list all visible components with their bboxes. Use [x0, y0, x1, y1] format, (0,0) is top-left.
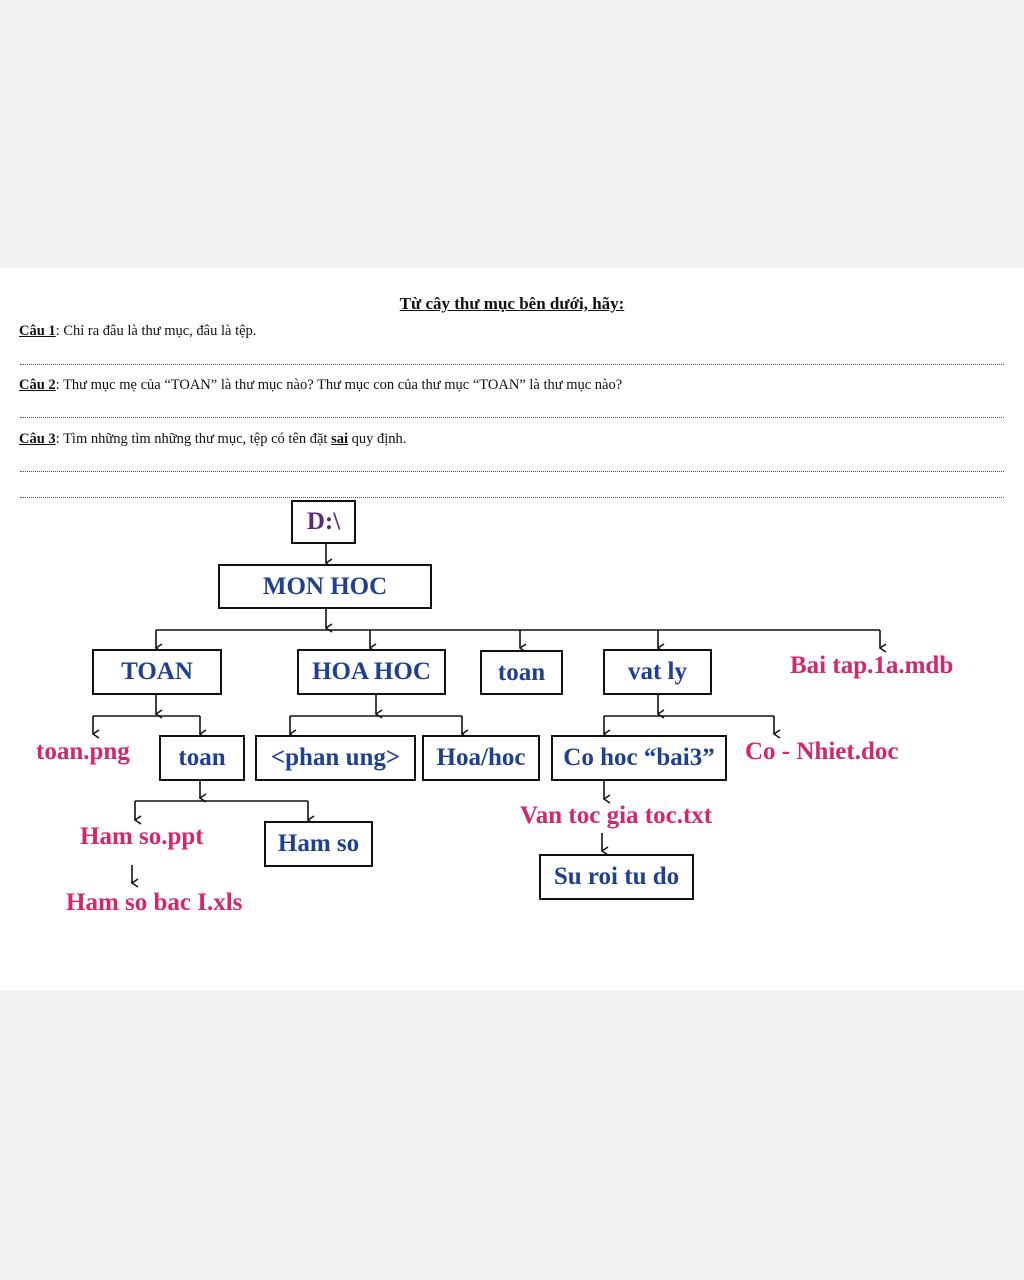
question-3-keyword: sai	[331, 431, 349, 447]
tree-node-co-hoc: Co hoc “bai3”	[551, 735, 727, 781]
question-3-text-after: quy định.	[348, 431, 407, 447]
tree-node-phan-ung: <phan ung>	[255, 735, 416, 781]
tree-node-co-nhiet-file: Co - Nhiet.doc	[745, 738, 899, 765]
question-1-label: Câu 1	[19, 323, 56, 339]
answer-line-2	[20, 417, 1004, 418]
tree-node-su-roi: Su roi tu do	[539, 854, 694, 900]
tree-node-ham-so-bac-file: Ham so bac I.xls	[66, 889, 243, 916]
tree-node-root: D:\	[291, 500, 356, 544]
tree-node-bai-tap-file: Bai tap.1a.mdb	[790, 652, 954, 679]
tree-node-vat-ly: vat ly	[603, 649, 712, 695]
tree-node-van-toc-file: Van toc gia toc.txt	[520, 802, 713, 829]
tree-connectors	[91, 544, 887, 888]
worksheet: Từ cây thư mục bên dưới, hãy: Câu 1: Chỉ…	[0, 268, 1024, 990]
worksheet-title: Từ cây thư mục bên dưới, hãy:	[399, 294, 625, 313]
answer-line-3	[20, 471, 1004, 472]
tree-node-hoa-hoc-slash: Hoa/hoc	[422, 735, 540, 781]
tree-node-toan-lower: toan	[480, 650, 563, 695]
question-2-text: : Thư mục mẹ của “TOAN” là thư mục nào? …	[55, 377, 623, 393]
question-2-label: Câu 2	[19, 377, 56, 393]
question-1-text: : Chỉ ra đâu là thư mục, đâu là tệp.	[55, 323, 257, 339]
question-3-text-before: : Tìm những tìm những thư mục, tệp có tê…	[55, 431, 332, 447]
question-3: Câu 3: Tìm những tìm những thư mục, tệp …	[19, 431, 406, 448]
tree-node-toan-png-file: toan.png	[36, 738, 130, 765]
question-1: Câu 1: Chỉ ra đâu là thư mục, đâu là tệp…	[19, 323, 256, 340]
tree-node-ham-so: Ham so	[264, 821, 373, 867]
tree-node-hoa-hoc: HOA HOC	[297, 649, 446, 695]
tree-node-ham-so-ppt-file: Ham so.ppt	[80, 823, 204, 850]
question-2: Câu 2: Thư mục mẹ của “TOAN” là thư mục …	[19, 377, 622, 394]
answer-line-4	[20, 497, 1004, 498]
tree-node-toan-sub: toan	[159, 735, 245, 781]
answer-line-1	[20, 364, 1004, 365]
question-3-label: Câu 3	[19, 431, 56, 447]
tree-node-toan-upper: TOAN	[92, 649, 222, 695]
tree-node-mon-hoc: MON HOC	[218, 564, 432, 609]
